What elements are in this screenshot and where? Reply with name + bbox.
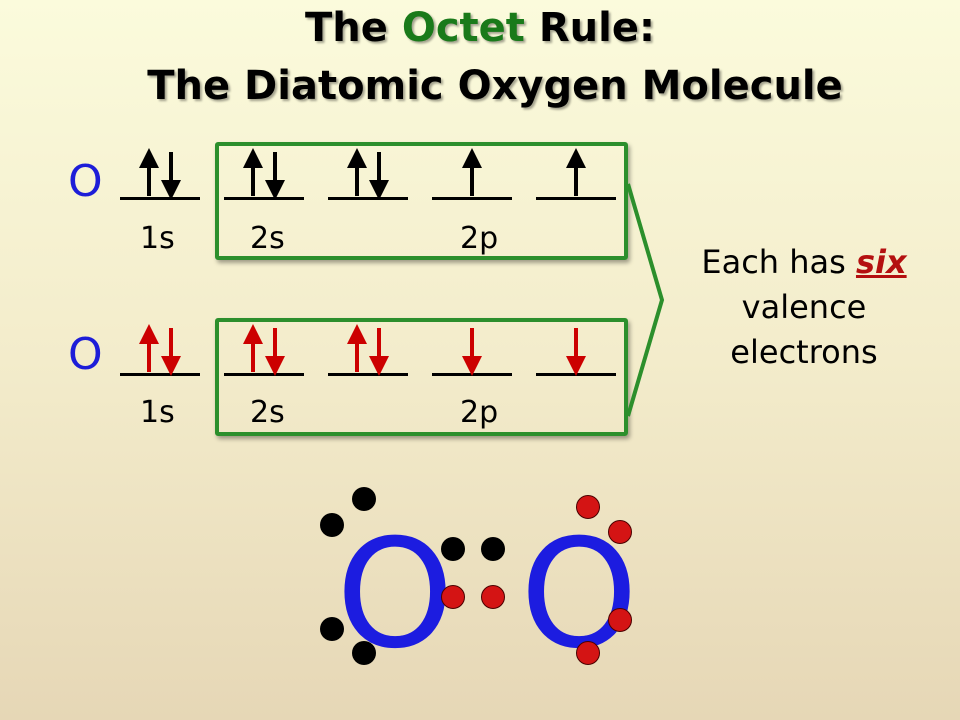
lewis-electron-left-3 bbox=[320, 617, 344, 641]
lewis-electron-left-2 bbox=[320, 513, 344, 537]
title-accent-word: Octet bbox=[401, 5, 525, 51]
lewis-electron-right-4 bbox=[576, 641, 600, 665]
note-prefix: Each has bbox=[701, 243, 856, 281]
row1-atom-symbol: O bbox=[68, 156, 103, 207]
row1-orbital-2p1-line bbox=[328, 197, 408, 200]
row1-valence-box bbox=[215, 142, 628, 260]
valence-note: Each has six valence electrons bbox=[672, 240, 936, 375]
row1-orbital-2s-line bbox=[224, 197, 304, 200]
row1-label-2p: 2p bbox=[460, 221, 499, 256]
lewis-electron-left-4 bbox=[352, 641, 376, 665]
row2-orbital-2s-line bbox=[224, 373, 304, 376]
note-line-1: Each has six bbox=[672, 240, 936, 285]
lewis-electron-right-1 bbox=[576, 495, 600, 519]
title-line-2: The Diatomic Oxygen Molecule bbox=[147, 63, 843, 109]
bracket-connector bbox=[626, 183, 665, 417]
row1-orbital-2p3-line bbox=[536, 197, 616, 200]
title-suffix: Rule: bbox=[524, 5, 655, 51]
lewis-electron-shared-2 bbox=[481, 537, 505, 561]
lewis-electron-shared-3 bbox=[441, 585, 465, 609]
note-emphasis: six bbox=[855, 243, 907, 281]
row1-label-1s: 1s bbox=[140, 221, 175, 256]
row2-atom-symbol: O bbox=[68, 329, 103, 380]
lewis-electron-right-2 bbox=[608, 520, 632, 544]
lewis-electron-shared-1 bbox=[441, 537, 465, 561]
title-prefix: The bbox=[305, 5, 402, 51]
title-line-1: The Octet Rule: bbox=[0, 8, 960, 48]
lewis-electron-shared-4 bbox=[481, 585, 505, 609]
row1-orbital-2p2-line bbox=[432, 197, 512, 200]
note-line-2: valence bbox=[741, 288, 867, 326]
row2-label-2s: 2s bbox=[250, 395, 285, 430]
row1-label-2s: 2s bbox=[250, 221, 285, 256]
row2-label-1s: 1s bbox=[140, 395, 175, 430]
row2-orbital-2p1-line bbox=[328, 373, 408, 376]
row2-orbital-1s-line bbox=[120, 373, 200, 376]
row2-label-2p: 2p bbox=[460, 395, 499, 430]
note-line-3: electrons bbox=[730, 333, 878, 371]
lewis-electron-left-1 bbox=[352, 487, 376, 511]
row1-orbital-1s-line bbox=[120, 197, 200, 200]
lewis-electron-right-3 bbox=[608, 608, 632, 632]
row2-valence-box bbox=[215, 318, 628, 436]
